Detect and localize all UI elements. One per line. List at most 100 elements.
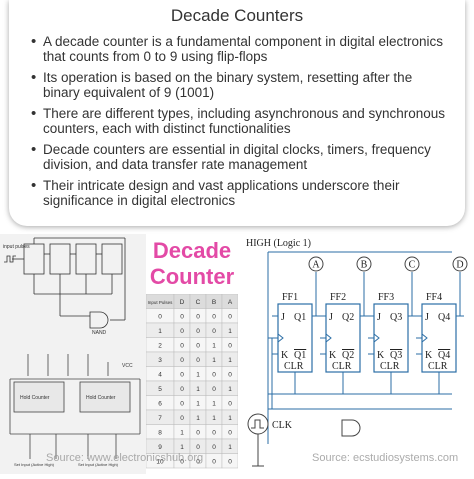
bullet-text: Decade counters are essential in digital… bbox=[43, 142, 431, 172]
table-cell: 0 bbox=[228, 371, 232, 378]
bullet-text: A decade counter is a fundamental compon… bbox=[43, 34, 443, 64]
table-cell-bg bbox=[221, 453, 238, 469]
table-header-cell: B bbox=[212, 299, 216, 306]
table-cell: 0 bbox=[196, 328, 200, 335]
table-cell: 0 bbox=[180, 342, 184, 349]
table-header-cell: A bbox=[228, 299, 233, 306]
table-header-cell: D bbox=[180, 299, 185, 306]
table-cell: 0 bbox=[180, 328, 184, 335]
table-cell: 1 bbox=[212, 400, 216, 407]
bullet-dot-icon: • bbox=[31, 69, 37, 86]
table-cell: 0 bbox=[196, 458, 200, 465]
decade-word: Decade bbox=[152, 238, 232, 263]
table-cell: 0 bbox=[228, 342, 232, 349]
clock-source-icon bbox=[247, 413, 269, 435]
pin-qbar-label: Q2 bbox=[342, 350, 354, 361]
clock-input-icon bbox=[277, 333, 284, 343]
table-cell: 1 bbox=[212, 415, 216, 422]
output-label: B bbox=[361, 260, 368, 271]
table-header-cell: Input Pulses bbox=[148, 300, 174, 305]
table-cell: 0 bbox=[196, 444, 200, 451]
output-label: D bbox=[456, 260, 463, 271]
pin-qbar-label: Q3 bbox=[390, 350, 402, 361]
table-cell: 0 bbox=[180, 386, 184, 393]
pin-k-label: K bbox=[425, 350, 433, 361]
table-cell: 3 bbox=[158, 357, 162, 364]
high-logic-label: HIGH (Logic 1) bbox=[246, 238, 311, 249]
set-input-label: Set Input (Active High) bbox=[14, 462, 55, 467]
output-label: A bbox=[312, 260, 320, 271]
flipflop-name: FF2 bbox=[330, 292, 346, 303]
output-node-icon bbox=[308, 256, 324, 272]
list-item: • Their intricate design and vast applic… bbox=[31, 178, 449, 208]
table-cell: 0 bbox=[212, 328, 216, 335]
table-cell: 0 bbox=[212, 429, 216, 436]
pin-clr-label: CLR bbox=[284, 361, 304, 372]
flipflop-name: FF1 bbox=[282, 292, 298, 303]
hold-counter-label: Hold Counter bbox=[20, 395, 50, 401]
list-item: • A decade counter is a fundamental comp… bbox=[31, 34, 449, 64]
watermark-left: Source: www.electronicshub.org bbox=[46, 452, 204, 464]
pin-q-label: Q1 bbox=[294, 312, 306, 323]
table-cell: 1 bbox=[196, 386, 200, 393]
truth-table: Input Pulses D C B A 0 0 0 0 0 1 0 0 0 1 2 0 0 1 0 3 0 0 1 1 4 0 1 0… bbox=[146, 294, 238, 469]
clock-input-icon bbox=[325, 333, 332, 343]
table-cell: 1 bbox=[196, 371, 200, 378]
table-cell: 0 bbox=[196, 313, 200, 320]
table-cell: 1 bbox=[212, 342, 216, 349]
table-cell: 0 bbox=[196, 357, 200, 364]
counter-word: Counter bbox=[149, 264, 235, 289]
table-cell: 9 bbox=[158, 444, 162, 451]
table-cell: 1 bbox=[180, 444, 184, 451]
bullet-text: Its operation is based on the binary sys… bbox=[43, 70, 413, 100]
image-strip: input pulses NAND VCC Hold Counte bbox=[0, 234, 474, 474]
and-gate-icon bbox=[341, 419, 361, 437]
input-pulses-label: input pulses bbox=[3, 244, 30, 250]
pin-j-label: J bbox=[425, 312, 429, 323]
pin-qbar-label: Q4 bbox=[438, 350, 450, 361]
table-cell: 0 bbox=[228, 313, 232, 320]
table-cell: 1 bbox=[228, 386, 232, 393]
clock-wave-icon bbox=[251, 419, 264, 429]
table-cell: 1 bbox=[180, 429, 184, 436]
pin-j-label: J bbox=[329, 312, 333, 323]
table-cell: 0 bbox=[196, 342, 200, 349]
table-cell: 7 bbox=[158, 415, 162, 422]
output-node-icon bbox=[452, 256, 468, 272]
table-cell: 0 bbox=[180, 371, 184, 378]
table-cell: 1 bbox=[158, 328, 162, 335]
table-cell: 0 bbox=[212, 371, 216, 378]
table-cell: 0 bbox=[228, 458, 232, 465]
table-cell: 0 bbox=[180, 415, 184, 422]
pin-clr-label: CLR bbox=[380, 361, 400, 372]
pin-k-label: K bbox=[377, 350, 385, 361]
table-cell: 0 bbox=[212, 313, 216, 320]
left-circuit-image: input pulses NAND VCC Hold Counte bbox=[0, 234, 146, 474]
nand-label: NAND bbox=[92, 330, 107, 336]
table-cell: 0 bbox=[212, 458, 216, 465]
table-cell: 4 bbox=[158, 371, 162, 378]
table-cell: 1 bbox=[212, 357, 216, 364]
summary-card: Decade Counters • A decade counter is a … bbox=[9, 0, 465, 226]
hold-counter-label: Hold Counter bbox=[86, 395, 116, 401]
table-cell: 2 bbox=[158, 342, 162, 349]
flipflop-name: FF4 bbox=[426, 292, 442, 303]
table-cell: 0 bbox=[180, 313, 184, 320]
pin-q-label: Q4 bbox=[438, 312, 450, 323]
table-cell: 6 bbox=[158, 400, 162, 407]
table-header-cell: C bbox=[196, 299, 201, 306]
table-cell: 0 bbox=[212, 444, 216, 451]
bullet-dot-icon: • bbox=[31, 177, 37, 194]
pin-qbar-label: Q1 bbox=[294, 350, 306, 361]
left-circuit-svg: input pulses NAND VCC Hold Counte bbox=[0, 234, 146, 474]
list-item: • There are different types, including a… bbox=[31, 106, 449, 136]
table-cell: 1 bbox=[228, 328, 232, 335]
pin-j-label: J bbox=[281, 312, 285, 323]
table-cell: 1 bbox=[228, 415, 232, 422]
mid-table-image: Decade Counter Input Pulses D C B A 0 0 0 0 0 1 0 0 0… bbox=[146, 234, 238, 474]
vcc-label: VCC bbox=[122, 363, 133, 369]
bullet-text: There are different types, including asy… bbox=[43, 106, 445, 136]
pin-clr-label: CLR bbox=[428, 361, 448, 372]
list-item: • Its operation is based on the binary s… bbox=[31, 70, 449, 100]
